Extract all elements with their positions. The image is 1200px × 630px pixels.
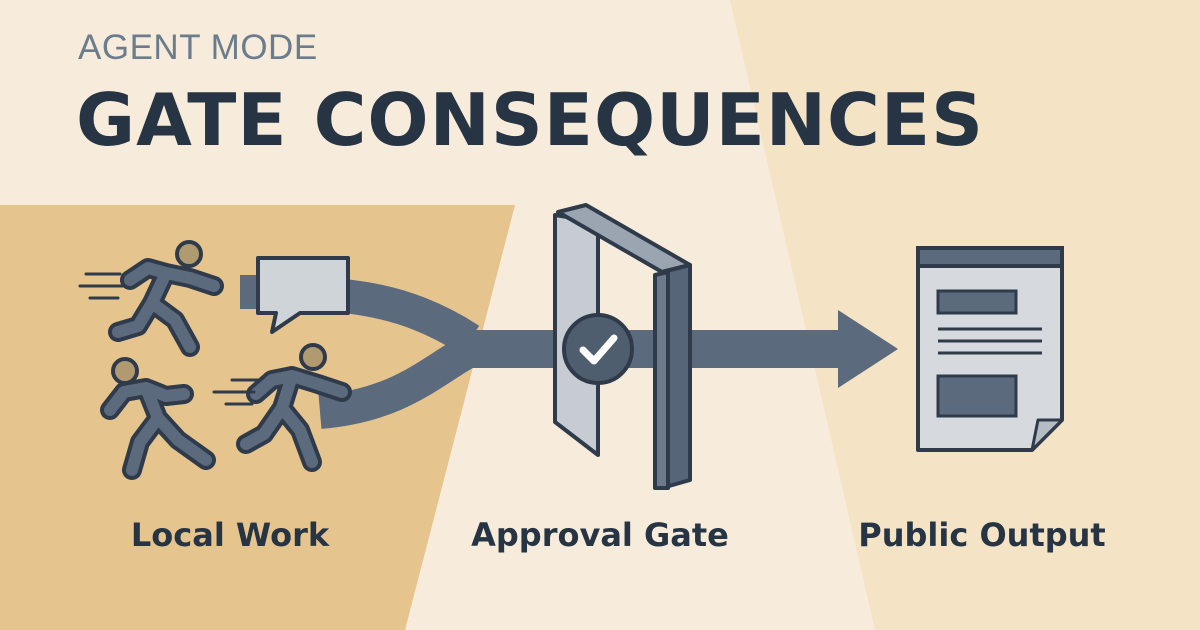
check-badge <box>562 313 634 385</box>
eyebrow-label: AGENT MODE <box>78 28 318 67</box>
stage-label-public-output: Public Output <box>858 516 1106 554</box>
approval-gate-icon <box>553 203 692 490</box>
stage-label-approval-gate: Approval Gate <box>471 516 729 554</box>
document-icon <box>916 246 1064 452</box>
running-agent-icon-1 <box>108 240 224 357</box>
page-title: GATE CONSEQUENCES <box>76 78 984 162</box>
stage-label-local-work: Local Work <box>130 516 330 554</box>
flow-arrowhead <box>838 310 898 388</box>
lower-flow-path <box>318 335 479 429</box>
chat-bubble-icon <box>256 256 350 334</box>
check-icon <box>579 334 618 365</box>
running-agent-icon-2 <box>100 357 216 480</box>
running-agent-icon-3 <box>236 343 352 472</box>
speed-lines <box>78 272 260 406</box>
